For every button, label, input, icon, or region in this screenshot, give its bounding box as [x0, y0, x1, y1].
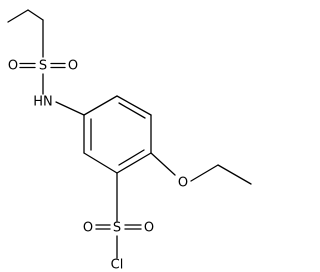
atom-o-bottom-left: O	[83, 221, 93, 236]
atom-s-bottom: S	[113, 221, 121, 236]
ring-bond-5	[83, 152, 118, 174]
atom-s-top: S	[39, 59, 47, 74]
ring-double-1	[118, 102, 146, 119]
ring-double-2	[118, 149, 145, 166]
ring-bond-4	[116, 152, 152, 174]
ring-bond-1	[83, 95, 118, 116]
atom-o-ether: O	[178, 176, 188, 191]
bond-ring-o-ether	[150, 152, 176, 176]
atom-o-top-left: O	[8, 59, 18, 74]
structure-diagram: S O O HN O S O O Cl	[7, 9, 252, 272]
molecule-svg: S O O HN O S O O Cl	[7, 9, 252, 272]
ring-bond-2	[116, 95, 152, 116]
bond-ethyl-top-2	[27, 9, 44, 21]
bond-o-ch2	[190, 164, 219, 182]
bond-ch2-ch3	[217, 164, 252, 185]
atom-cl: Cl	[111, 258, 124, 272]
atom-o-top-right: O	[68, 59, 78, 74]
bond-ethyl-top-1	[7, 9, 29, 23]
atom-nh: HN	[33, 95, 53, 110]
bond-nh-ring	[55, 101, 85, 116]
atom-o-bottom-right: O	[144, 221, 154, 236]
